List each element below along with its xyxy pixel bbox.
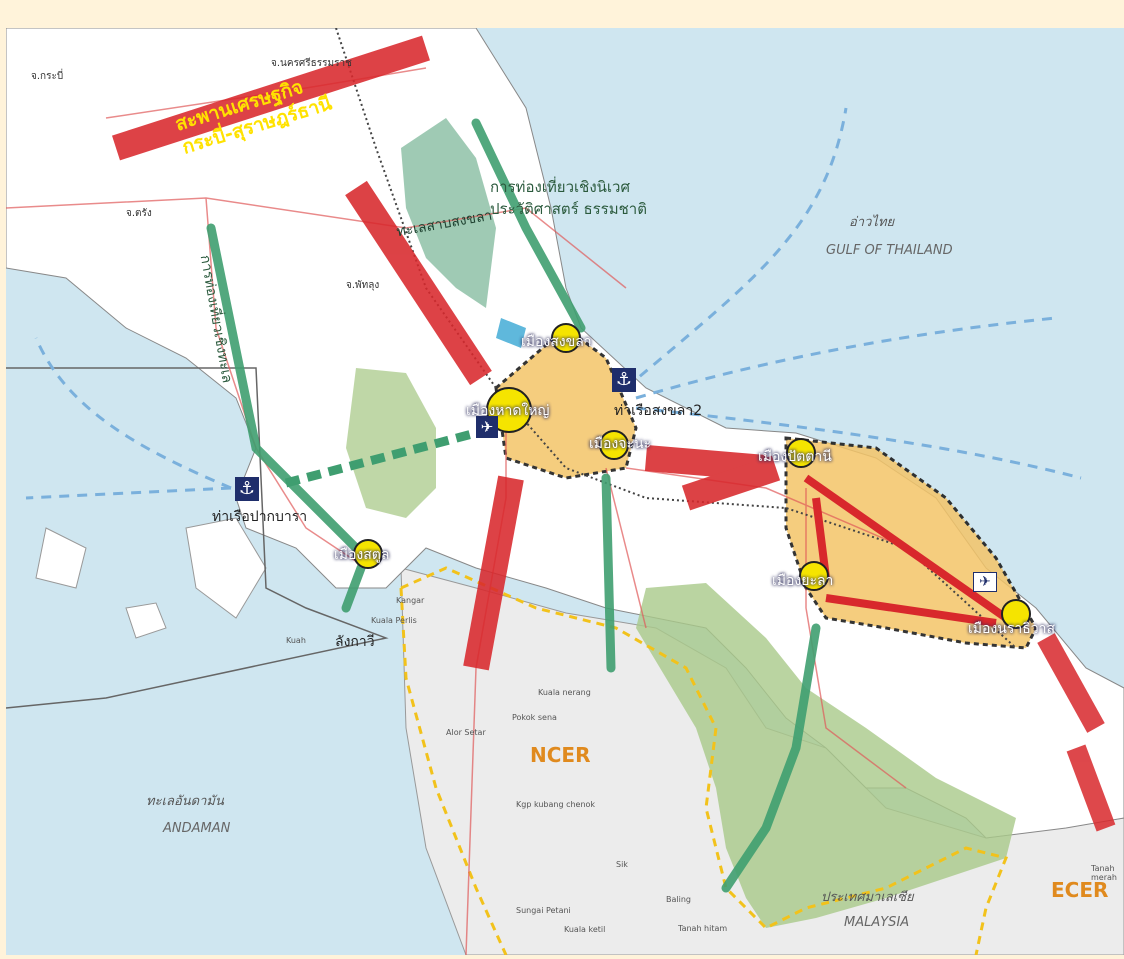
ncer-zone-border [400, 566, 1009, 956]
green-dashed-link [284, 428, 478, 488]
railway-line [335, 27, 1017, 649]
malaysia-label-en: MALAYSIA [844, 915, 910, 930]
anchor-icon: ⚓ [235, 477, 259, 501]
forest-area-west [346, 368, 436, 518]
place-alor-setar: Alor Setar [446, 728, 486, 737]
anchor-icon: ⚓ [612, 368, 636, 392]
gulf-label-en: GULF OF THAILAND [826, 243, 953, 258]
regional-map [5, 27, 1124, 956]
city-label-yala: เมืองยะลา [772, 573, 834, 589]
place-kangar: Kangar [396, 596, 425, 605]
ecer-label: ECER [1051, 878, 1109, 902]
ncer-west-border [399, 587, 508, 956]
place-kuala-perlis: Kuala Perlis [371, 616, 417, 625]
eco-tourism-line1: การท่องเที่ยวเชิงนิเวศ [490, 178, 630, 196]
langkawi-label: ลังกาวี [335, 634, 375, 650]
province-nakhon: จ.นครศรีธรรมราช [271, 58, 352, 69]
airplane-icon: ✈ [476, 416, 498, 438]
red-border-arrows [1037, 633, 1116, 832]
green-tourism-arrows [206, 118, 821, 893]
gulf-label-th: อ่าวไทย [849, 215, 895, 230]
langkawi-island [185, 517, 267, 619]
place-pokok-sena: Pokok sena [512, 713, 557, 722]
city-label-chana: เมืองจะนะ [589, 436, 652, 452]
city-label-satun: เมืองสตูล [334, 547, 390, 563]
ncer-label: NCER [530, 743, 591, 767]
airplane-icon: ✈ [973, 572, 997, 592]
maritime-boundary [5, 367, 389, 709]
sea-routes [25, 107, 1082, 500]
city-label-pattani: เมืองปัตตานี [758, 449, 832, 465]
forest-area-south [636, 583, 1016, 928]
place-tanah-hitam: Tanah hitam [678, 924, 728, 933]
place-kuah: Kuah [286, 636, 306, 645]
port-label-songkhla2: ท่าเรือสงขลา2 [614, 403, 703, 419]
island-west [35, 527, 87, 589]
eco-tourism-line2: ประวัติศาสตร์ ธรรมชาติ [490, 200, 647, 218]
place-sungai-petani: Sungai Petani [516, 906, 571, 915]
place-sik: Sik [616, 860, 628, 869]
city-label-songkhla: เมืองสงขลา [521, 334, 592, 350]
place-kgp-kubang: Kgp kubang chenok [516, 800, 596, 809]
songkhla-lake-water [496, 318, 526, 348]
malaysia-label-th: ประเทศมาเลเซีย [821, 890, 914, 905]
lake-conservation-area [401, 118, 496, 308]
andaman-label-th: ทะเลอันดามัน [146, 794, 224, 809]
island-small [125, 602, 167, 639]
port-label-pakbara: ท่าเรือปากบารา [212, 509, 308, 525]
place-kuala-nerang: Kuala nerang [538, 688, 591, 697]
province-phatthalung: จ.พัทลุง [346, 280, 380, 291]
map-canvas: ⚓ ⚓ ✈ ✈ สะพานเศรษฐกิจ กระบี่-สุราษฎร์ธาน… [5, 27, 1124, 956]
province-krabi: จ.กระบี่ [31, 71, 64, 82]
city-markers [353, 323, 1031, 629]
red-corridor-arrows [112, 35, 781, 671]
city-label-hatyai: เมืองหาดใหญ่ [466, 403, 550, 419]
city-label-narathiwat: เมืองนราธิวาส [968, 621, 1056, 637]
andaman-label-en: ANDAMAN [163, 821, 231, 836]
place-kuala-ketil: Kuala ketil [564, 925, 606, 934]
province-trang: จ.ตรัง [126, 208, 152, 219]
place-tanah-merah: Tanah merah [1091, 864, 1117, 882]
place-baling: Baling [666, 895, 691, 904]
red-internal-arrows [803, 474, 1009, 627]
